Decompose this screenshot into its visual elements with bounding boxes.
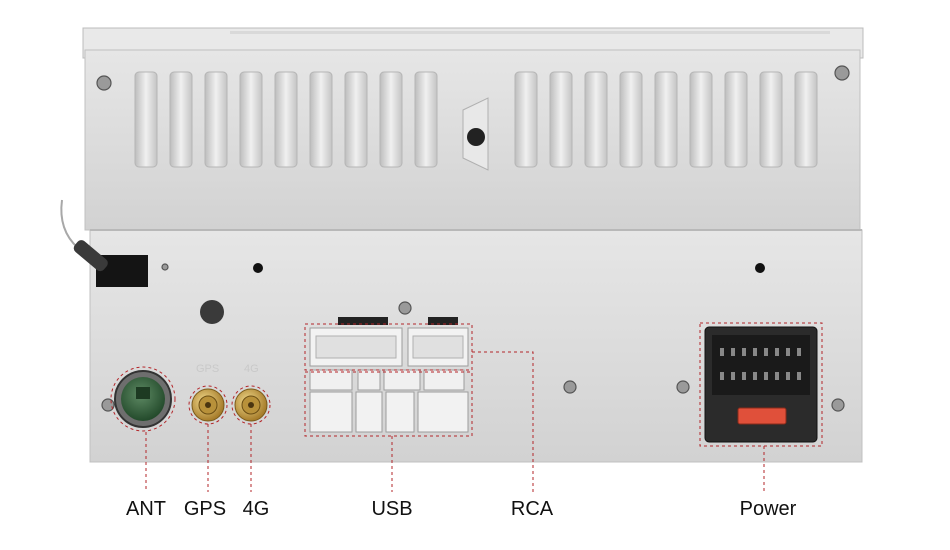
screw-top-right [834, 65, 850, 81]
callout-4g [231, 385, 271, 425]
fuse [737, 407, 787, 425]
label-power: Power [739, 498, 797, 520]
callouts [110, 322, 823, 492]
callout-power [699, 322, 823, 447]
center-mount-hole [462, 97, 489, 171]
usb-rca-connector-block [309, 317, 469, 433]
four-g-silkscreen: 4G [244, 363, 259, 375]
label-four-g: 4G [242, 498, 270, 520]
label-gps: GPS [183, 498, 227, 520]
screw-top-left [96, 75, 112, 91]
vent-slots [134, 71, 818, 168]
gps-sma-connector: GPS [191, 363, 225, 422]
top-perforation-row [230, 31, 830, 34]
ant-connector [114, 370, 172, 428]
screw-mid-right [676, 380, 690, 394]
screw-top-connector [398, 301, 412, 315]
screws [96, 65, 850, 412]
label-ant: ANT [126, 498, 166, 520]
four-g-sma-connector: 4G [234, 363, 268, 422]
screw-bottom-right [831, 398, 845, 412]
label-rca: RCA [510, 498, 554, 520]
gps-silkscreen: GPS [196, 363, 219, 375]
callout-ant [110, 366, 176, 432]
screw-mid-center [563, 380, 577, 394]
callout-usb [304, 371, 473, 437]
antenna-wire [60, 199, 148, 287]
callout-gps [188, 385, 228, 425]
callout-rca [304, 323, 473, 371]
screw-small [161, 263, 169, 271]
mount-holes [200, 263, 765, 324]
power-pins [720, 348, 801, 380]
power-connector [704, 326, 818, 443]
label-usb: USB [371, 498, 413, 520]
